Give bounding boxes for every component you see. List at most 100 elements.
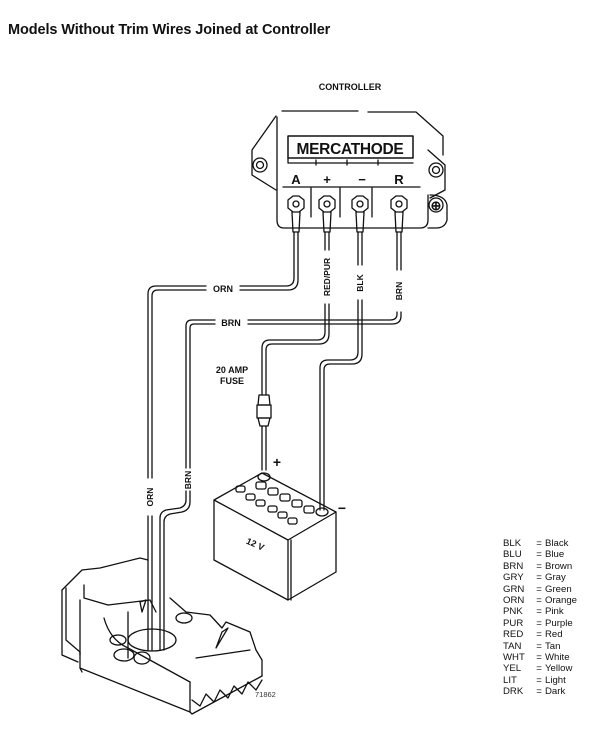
- wire-label-brn: BRN: [221, 318, 241, 328]
- legend-code: GRY: [503, 572, 524, 584]
- legend-row: PUR=Purple: [503, 618, 577, 629]
- battery-voltage-label: 12 V: [245, 536, 266, 553]
- wire-red-pur: [261, 231, 330, 396]
- controller-right-mount-hole: [428, 162, 444, 178]
- legend-separator: =: [536, 674, 542, 686]
- wire-label-blk: BLK: [355, 273, 365, 291]
- terminal-plus-label: +: [323, 172, 331, 187]
- legend-row: WHT =White: [503, 652, 577, 663]
- legend-meaning: Brown: [545, 560, 573, 572]
- battery-front: [213, 499, 289, 601]
- fuse: [256, 394, 272, 471]
- battery-side: [287, 511, 337, 601]
- wire-label-brn-lower: BRN: [183, 471, 193, 489]
- legend-meaning: Dark: [545, 686, 566, 698]
- terminal-r-lug: [394, 211, 404, 233]
- ground-symbol-circle: [428, 197, 444, 213]
- legend-separator: =: [536, 595, 542, 607]
- legend-meaning: Pink: [545, 606, 564, 618]
- wire-orn: [147, 231, 299, 651]
- wire-label-orn: ORN: [213, 284, 233, 294]
- electrode-housing: [61, 557, 263, 715]
- legend-row: BLK =Black: [503, 538, 577, 549]
- legend-row: TAN =Tan: [503, 641, 577, 652]
- legend-separator: =: [536, 560, 542, 572]
- battery-positive-post: [257, 472, 271, 482]
- legend-meaning: Gray: [545, 572, 566, 584]
- legend-separator: =: [536, 549, 542, 561]
- controller: [251, 110, 448, 233]
- terminal-r-nut: [390, 195, 408, 213]
- controller-left-ear: [251, 115, 277, 191]
- fuse-label-line1: 20 AMP: [216, 365, 248, 375]
- controller-left-mount-hole: [252, 157, 268, 173]
- legend-meaning: Blue: [545, 549, 565, 561]
- terminal-a-nut: [287, 195, 305, 213]
- diagram-title: Models Without Trim Wires Joined at Cont…: [8, 22, 331, 38]
- legend-row: GRY =Gray: [503, 572, 577, 583]
- legend-row: LIT =Light: [503, 675, 577, 686]
- legend-meaning: White: [545, 652, 570, 664]
- battery-negative-label: −: [338, 500, 346, 516]
- legend-row: GRN =Green: [503, 584, 577, 595]
- legend-row: RED =Red: [503, 629, 577, 640]
- battery-positive-label: +: [273, 454, 281, 470]
- terminal-a-label: A: [291, 172, 301, 187]
- terminal-minus-nut: [351, 195, 369, 213]
- controller-ground-tab: [427, 194, 448, 229]
- legend-code: LIT: [503, 674, 517, 686]
- legend-code: BLU: [503, 549, 522, 561]
- legend-code: BRN: [503, 560, 524, 572]
- legend-row: PNK =Pink: [503, 606, 577, 617]
- legend-code: YEL: [503, 663, 522, 675]
- terminal-minus-lug: [355, 211, 365, 233]
- legend-meaning: Yellow: [545, 663, 573, 675]
- legend-separator: =: [536, 606, 542, 618]
- legend-meaning: Purple: [545, 617, 573, 629]
- legend-code: WHT: [503, 652, 525, 664]
- legend-meaning: Green: [545, 583, 572, 595]
- controller-body: [276, 110, 444, 229]
- terminal-minus-label: −: [358, 172, 366, 187]
- legend-separator: =: [536, 686, 542, 698]
- wire-blk: [319, 231, 363, 511]
- legend-row: BRN =Brown: [503, 561, 577, 572]
- terminal-plus-nut: [318, 195, 336, 213]
- ground-symbol: ⊕: [431, 198, 442, 213]
- legend-separator: =: [536, 583, 542, 595]
- legend-meaning: Red: [545, 629, 563, 641]
- terminal-r-label: R: [394, 172, 404, 187]
- legend-meaning: Black: [545, 538, 569, 549]
- legend-separator: =: [536, 640, 542, 652]
- legend-row: ORN =Orange: [503, 595, 577, 606]
- legend-code: RED: [503, 629, 524, 641]
- legend-separator: =: [536, 572, 542, 584]
- legend-row: YEL =Yellow: [503, 663, 577, 674]
- legend-meaning: Light: [545, 674, 566, 686]
- legend-code: ORN: [503, 595, 525, 607]
- legend-code: GRN: [503, 583, 525, 595]
- brand-plate: [287, 135, 414, 159]
- legend-code: DRK: [503, 686, 524, 698]
- legend-code: TAN: [503, 640, 522, 652]
- fuse-label-line2: FUSE: [220, 376, 244, 386]
- legend-separator: =: [536, 629, 542, 641]
- wire-brn: [159, 231, 402, 651]
- legend-meaning: Tan: [545, 640, 561, 652]
- battery-negative-post: [315, 507, 329, 517]
- controller-right-ear: [427, 149, 446, 199]
- terminal-plus-lug: [322, 211, 332, 233]
- legend-separator: =: [536, 652, 542, 664]
- battery-cell-caps: [235, 481, 315, 525]
- legend-code: BLK: [503, 538, 522, 549]
- legend-separator: =: [536, 538, 542, 549]
- controller-label: CONTROLLER: [319, 82, 382, 92]
- legend-code: PUR: [503, 617, 524, 629]
- legend-meaning: Orange: [545, 595, 577, 607]
- legend-separator: =: [536, 663, 542, 675]
- legend-row: BLU =Blue: [503, 549, 577, 560]
- legend-code: PNK: [503, 606, 523, 618]
- wire-label-orn-vertical: ORN: [145, 488, 155, 507]
